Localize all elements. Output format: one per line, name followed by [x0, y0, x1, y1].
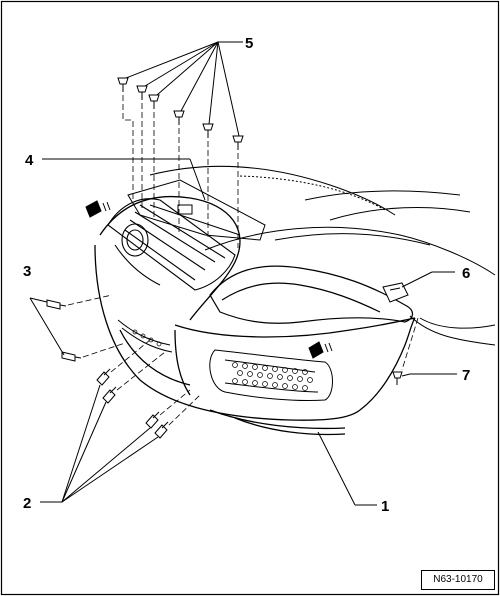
callout-3: 3 [23, 263, 31, 280]
leader-lines [29, 41, 457, 506]
callout-6: 6 [462, 265, 470, 282]
hood-panel [209, 265, 414, 324]
lock-carrier [127, 179, 266, 241]
clip-install-lines [110, 339, 201, 426]
callout-4: 4 [25, 152, 34, 169]
callout-labels: 5 4 3 2 1 6 7 [23, 35, 470, 515]
direction-arrow-icon [308, 341, 333, 359]
lower-clips [96, 368, 169, 439]
reference-number: N63-10170 [421, 570, 495, 590]
bumper-cover [94, 195, 416, 436]
bracket-install-lines [401, 317, 419, 371]
callout-5: 5 [245, 35, 253, 52]
bracket-screw [392, 371, 403, 385]
side-screw-install-lines [67, 294, 126, 358]
lower-grille [117, 319, 333, 402]
top-bolts [117, 77, 244, 150]
callout-7: 7 [462, 367, 470, 384]
vehicle-body [149, 165, 496, 346]
side-bracket [382, 282, 409, 303]
callout-1: 1 [381, 498, 389, 515]
direction-arrow-icon [85, 200, 111, 218]
callout-2: 2 [23, 495, 31, 512]
bolt-install-lines [122, 95, 239, 248]
side-screws [46, 299, 82, 362]
